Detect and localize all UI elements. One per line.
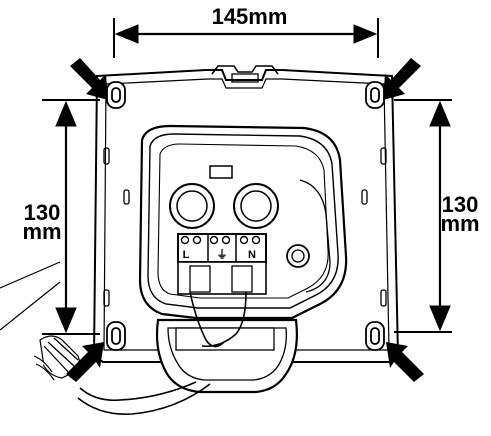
dimension-width xyxy=(113,18,379,58)
left-height-value: 130 xyxy=(23,200,61,225)
terminal-block xyxy=(177,233,267,295)
terminal-earth-label: ⏚ xyxy=(217,248,228,261)
arrow-bottom-left xyxy=(66,342,104,382)
cable-gland xyxy=(155,318,298,394)
left-height-unit: mm xyxy=(22,219,62,244)
cable-entry-holes xyxy=(169,183,279,229)
arrow-bottom-right xyxy=(386,342,424,382)
mounting-slot-top-right xyxy=(365,81,385,109)
mounting-slot-bottom-left xyxy=(106,321,126,351)
dimension-height-right xyxy=(394,99,452,333)
terminal-housing xyxy=(138,124,348,320)
right-height-unit: mm xyxy=(440,211,480,236)
width-value: 145mm xyxy=(211,4,288,29)
side-slots xyxy=(103,147,387,307)
terminal-live-label: L xyxy=(183,249,190,261)
mounting-slot-bottom-right xyxy=(365,321,385,351)
arrow-top-right xyxy=(383,58,421,100)
terminal-neutral-label: N xyxy=(248,249,256,261)
left-height-dimension-label: 130 mm xyxy=(14,200,70,244)
right-height-value: 130 xyxy=(441,192,479,217)
external-cable xyxy=(33,335,80,381)
dimension-height-left xyxy=(42,99,100,335)
width-dimension-label: 145mm xyxy=(0,6,491,28)
wires xyxy=(77,291,247,415)
right-height-dimension-label: 130 mm xyxy=(432,192,488,236)
screw-boss xyxy=(286,244,310,268)
callout-lines xyxy=(0,261,61,331)
arrow-top-left xyxy=(70,58,108,100)
mounting-slot-top-left xyxy=(106,81,126,109)
